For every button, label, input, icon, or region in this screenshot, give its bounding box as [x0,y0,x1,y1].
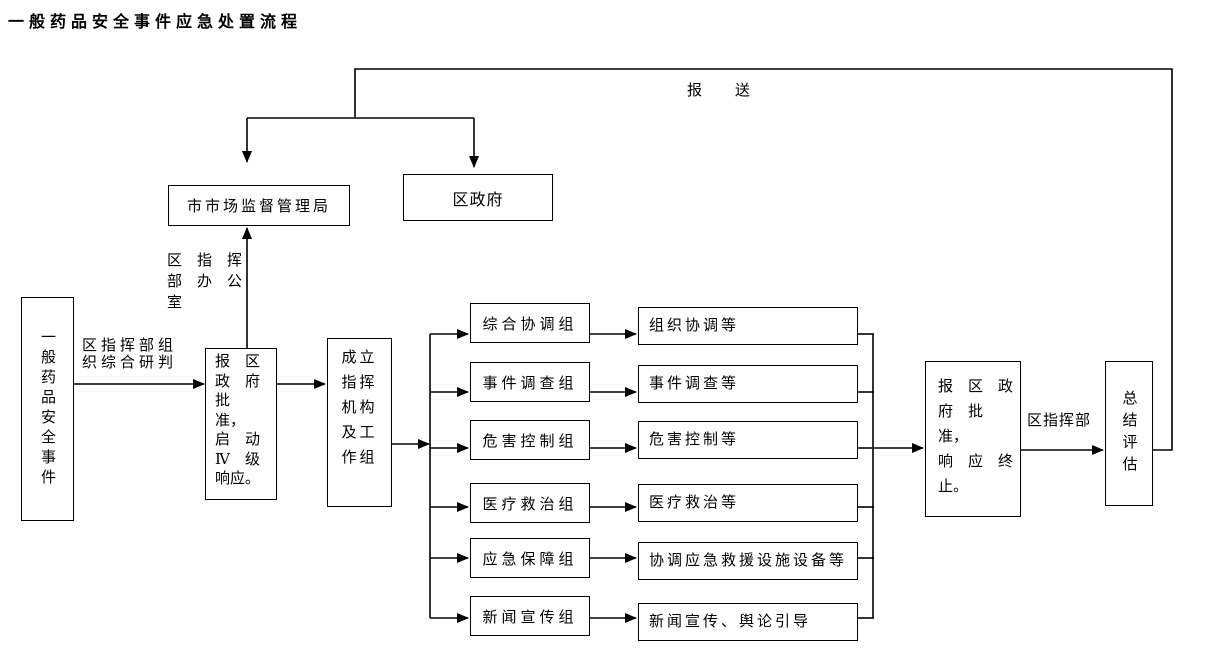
box-city-market-bureau: 市市场监督管理局 [168,185,350,226]
box-setup-command-structure: 成立 指挥 机构 及工 作组 [327,338,392,507]
box-task-news-opinion-guidance: 新闻宣传、舆论引导 [638,603,858,641]
box-group-coordination: 综合协调组 [470,303,590,343]
box-task-coordinate-rescue-equipment: 协调应急救援设施设备等 [638,542,858,580]
box-task-organize-coordination: 组织协调等 [638,307,858,345]
box-task-hazard-control: 危害控制等 [638,421,858,459]
label-commander-note: 区指挥部 [1027,413,1092,429]
box-task-medical-rescue: 医疗救治等 [638,484,858,522]
label-office-note: 区 指 挥 部 办 公 室 [167,253,243,311]
box-district-gov: 区政府 [403,174,553,221]
box-approve-start-response: 报 区 政 府 批 准， 启 动 Ⅳ 级 响应。 [205,348,277,500]
box-incident-text: 一般药品安全事件 [39,329,55,489]
box-incident: 一般药品安全事件 [21,297,74,521]
box-summary-evaluation: 总结评估 [1105,361,1153,506]
box-group-news-publicity: 新闻宣传组 [470,596,590,636]
box-approve-end-response: 报 区 政 府 批 准， 响 应 终 止。 [925,361,1021,517]
label-report-send: 报 送 [687,83,752,99]
box-group-medical-rescue: 医疗救治组 [470,483,590,523]
box-summary-evaluation-text: 总结评估 [1120,389,1137,478]
box-task-incident-investigation: 事件调查等 [638,365,858,403]
page-title: 一般药品安全事件应急处置流程 [8,14,303,31]
box-group-investigation: 事件调查组 [470,362,590,402]
box-group-emergency-support: 应急保障组 [470,538,590,578]
box-group-hazard-control: 危害控制组 [470,420,590,460]
label-research-note: 区指挥部组 织综合研判 [82,338,178,371]
